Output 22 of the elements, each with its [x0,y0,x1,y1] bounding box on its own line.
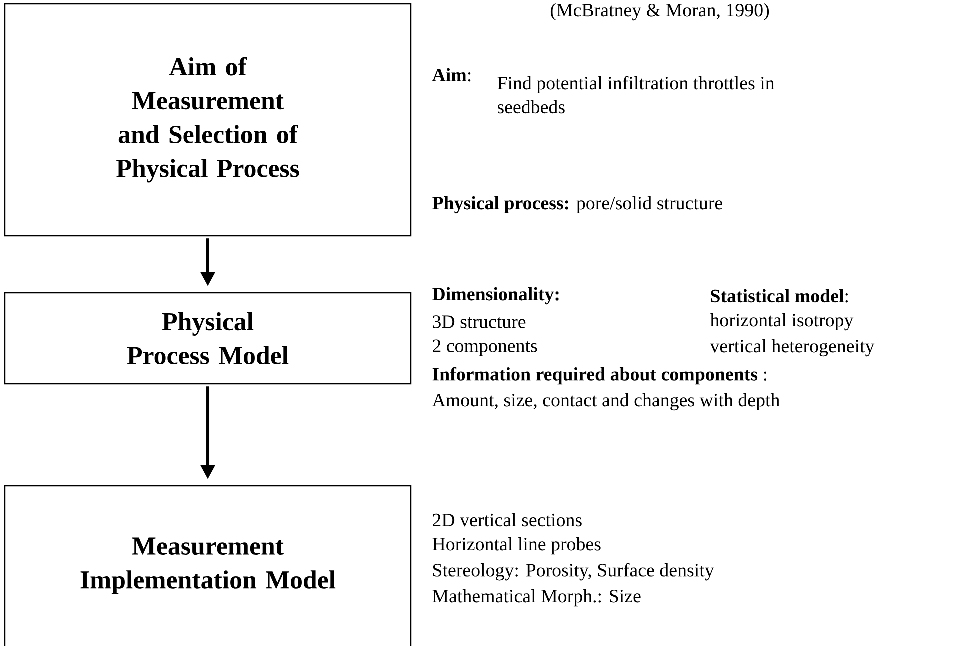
box-title: Aim of Measurement and Selection of Physical Process [116,57,300,183]
note-text: 3D structure [433,316,526,328]
process-box [4,3,412,237]
note-text: Information required about components : [432,367,766,385]
note-text: Dimensionality: [432,287,559,305]
note-text: Find potential infiltration throttles in seedbeds [498,76,775,114]
note-text: 2D vertical sections [433,513,582,527]
note-text: vertical heterogeneity [710,339,875,357]
note-text: Physical process: pore/solid structure [432,196,722,214]
note-text: 2 components [433,340,538,356]
process-box [4,485,412,646]
note-text: Stereology: Porosity, Surface density [433,563,714,581]
note-text: (McBratney & Moran, 1990) [550,3,770,21]
note-text: Statistical model: [711,289,848,303]
note-text: Horizontal line probes [432,537,601,555]
process-box [4,292,412,385]
note-text: Amount, size, contact and changes with depth [432,393,780,411]
box-title: Physical Process Model [127,312,289,365]
note-text: horizontal isotropy [710,313,854,331]
note-text: Aim: [432,68,471,82]
note-text: Mathematical Morph.: Size [432,589,641,607]
box-title: Measurement Implementation Model [80,538,336,594]
